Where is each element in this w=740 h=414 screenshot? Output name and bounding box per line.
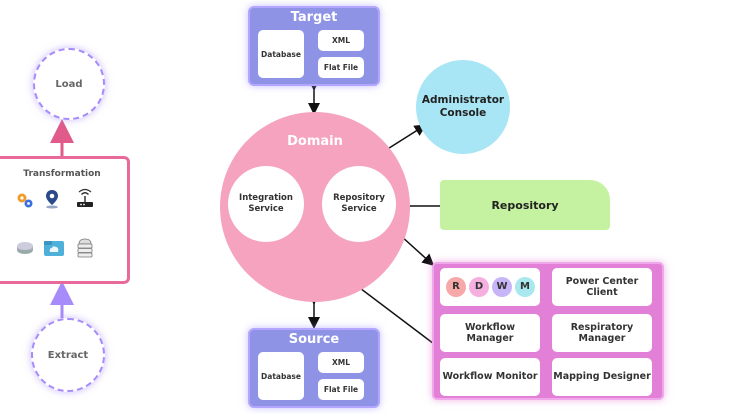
administrator-console: Administrator Console (416, 60, 510, 154)
repository-node: Repository (440, 180, 610, 230)
source-database: Database (258, 352, 304, 400)
extract-node: Extract (31, 318, 105, 392)
source-title: Source (288, 332, 340, 347)
badge-m: M (515, 277, 535, 297)
server-icon (77, 238, 93, 258)
target-flat-file: Flat File (318, 57, 364, 78)
repository-service-label: Repository Service (333, 192, 385, 214)
target-panel: Target Database XML Flat File (248, 6, 380, 86)
domain-title: Domain (287, 134, 343, 149)
source-xml: XML (318, 352, 364, 373)
target-title: Target (290, 10, 338, 25)
source-panel: Source Database XML Flat File (248, 328, 380, 408)
workflow-monitor: Workflow Monitor (440, 358, 540, 396)
disk-icon (17, 242, 33, 254)
client-tools-badges: R D W M (440, 268, 540, 306)
source-flat-file: Flat File (318, 379, 364, 400)
workflow-manager: Workflow Manager (440, 314, 540, 352)
badge-r: R (446, 277, 466, 297)
mapping-designer: Mapping Designer (552, 358, 652, 396)
cloud-folder-icon (44, 241, 64, 256)
integration-service-label: Integration Service (239, 192, 293, 214)
load-node: Load (33, 48, 105, 120)
gears-icon (17, 193, 33, 208)
respiratory-manager: Respiratory Manager (552, 314, 652, 352)
arrow-domain-admin (375, 124, 427, 160)
location-pin-icon (46, 190, 58, 209)
router-icon (77, 188, 93, 207)
target-xml: XML (318, 30, 364, 51)
badge-w: W (492, 277, 512, 297)
repository-label: Repository (491, 198, 559, 212)
integration-service: Integration Service (228, 166, 304, 242)
repository-service: Repository Service (322, 166, 396, 242)
transformation-title: Transformation (23, 169, 101, 179)
transformation-panel: Transformation (0, 156, 130, 284)
target-database: Database (258, 30, 304, 78)
badge-d: D (469, 277, 489, 297)
administrator-console-label: Administrator Console (421, 93, 505, 119)
power-center-client-panel: R D W M Power Center Client Workflow Man… (432, 262, 664, 400)
power-center-client: Power Center Client (552, 268, 652, 306)
